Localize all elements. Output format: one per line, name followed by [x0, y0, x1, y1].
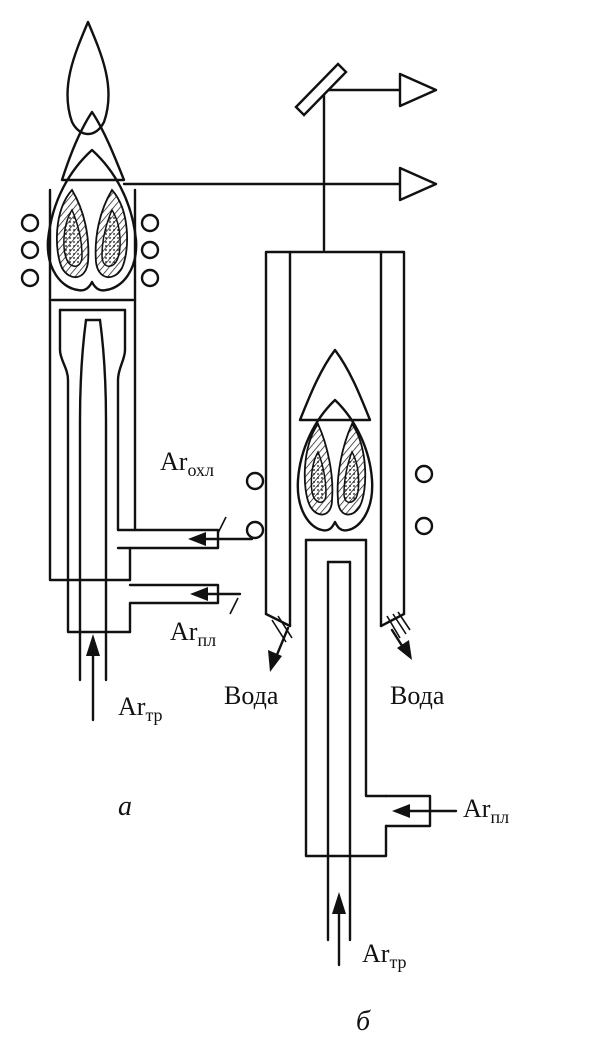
plasma-core-left [63, 208, 83, 267]
label-ar-plasma-b: Arпл [463, 794, 509, 827]
coil-turn [20, 240, 40, 260]
label-ar-transport-a: Arтр [118, 692, 163, 725]
flame-middle [60, 110, 126, 182]
label-ar-plasma-a: Arпл [170, 617, 216, 650]
coil-turn [414, 516, 434, 536]
label-ar-transport-b: Arтр [362, 939, 407, 972]
flame-b-top [298, 348, 372, 422]
torch-body-b [304, 538, 388, 858]
label-water-right: Вода [390, 681, 445, 710]
torch-b [245, 250, 458, 967]
outer-jacket-b [264, 250, 406, 616]
plasma-core-right [101, 208, 121, 267]
arrow-head-upper [398, 72, 438, 108]
arrow-head-lower [398, 166, 438, 202]
coil-turn [140, 268, 160, 288]
plasma-envelope-b [296, 398, 374, 532]
coil-turn [414, 464, 434, 484]
coil-turn [140, 240, 160, 260]
coil-turn [20, 268, 40, 288]
flame-plume [66, 20, 110, 136]
mirror [294, 62, 348, 117]
coil-turn [245, 471, 265, 491]
middle-tube-a [58, 308, 132, 634]
injector-a [78, 318, 88, 682]
optical-path [122, 62, 438, 252]
caption-a: а [118, 791, 132, 822]
coil-turn [20, 213, 40, 233]
port-plasma-a [128, 583, 220, 634]
label-ar-cool: Arохл [160, 447, 214, 480]
caption-b: б [356, 1006, 371, 1037]
label-water-left: Вода [224, 681, 279, 710]
torch-a [20, 20, 254, 722]
outer-tube-a [48, 298, 132, 582]
coil-turn [140, 213, 160, 233]
coil-turn [245, 520, 265, 540]
